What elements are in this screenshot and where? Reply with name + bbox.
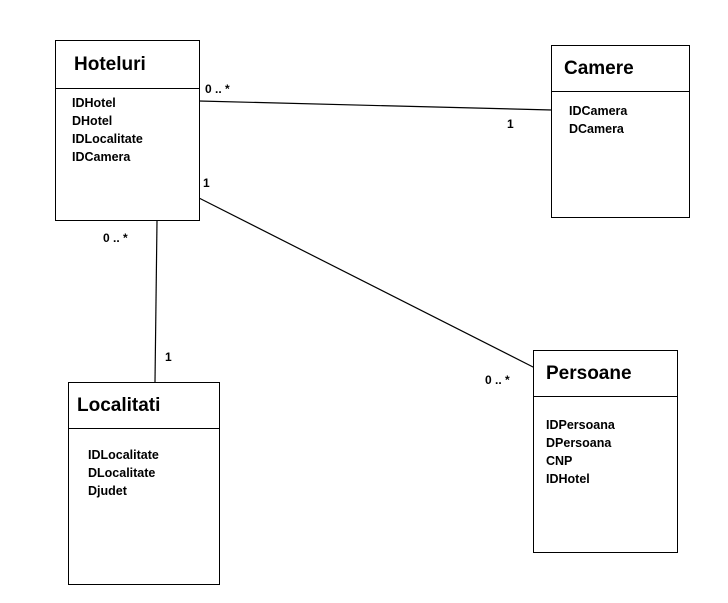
attribute: IDHotel (546, 472, 590, 486)
attribute: DCamera (569, 122, 624, 136)
entity-title: Localitati (69, 383, 219, 429)
multiplicity-label: 0 .. * (103, 231, 128, 245)
attribute: DPersoana (546, 436, 612, 450)
entity-persoane[interactable]: Persoane IDPersoana DPersoana CNP IDHote… (533, 350, 678, 553)
attribute: IDPersoana (546, 418, 615, 432)
multiplicity-label: 1 (165, 350, 172, 364)
attribute: Djudet (88, 484, 127, 498)
attribute: IDLocalitate (72, 132, 143, 146)
attribute: DLocalitate (88, 466, 156, 480)
entity-title: Hoteluri (56, 41, 199, 89)
attribute: IDHotel (72, 96, 116, 110)
entity-localitati[interactable]: Localitati IDLocalitate DLocalitate Djud… (68, 382, 220, 585)
entity-title: Camere (552, 46, 689, 92)
attribute: CNP (546, 454, 573, 468)
entity-camere[interactable]: Camere IDCamera DCamera (551, 45, 690, 218)
multiplicity-label: 0 .. * (485, 373, 510, 387)
entity-hoteluri[interactable]: Hoteluri IDHotel DHotel IDLocalitate IDC… (55, 40, 200, 221)
attribute: DHotel (72, 114, 113, 128)
multiplicity-label: 1 (203, 176, 210, 190)
attribute: IDCamera (569, 104, 628, 118)
multiplicity-label: 1 (507, 117, 514, 131)
multiplicity-label: 0 .. * (205, 82, 230, 96)
attribute-list: IDCamera DCamera (552, 92, 689, 138)
attribute: IDCamera (72, 150, 131, 164)
hoteluri-localitati-line (154, 220, 158, 383)
entity-title: Persoane (534, 351, 677, 397)
attribute-list: IDHotel DHotel IDLocalitate IDCamera (56, 89, 199, 166)
attribute-list: IDPersoana DPersoana CNP IDHotel (534, 397, 677, 488)
attribute-list: IDLocalitate DLocalitate Djudet (69, 429, 219, 500)
attribute: IDLocalitate (88, 448, 159, 462)
hoteluri-camere-line (198, 100, 553, 111)
hoteluri-persoane-line (198, 197, 536, 369)
